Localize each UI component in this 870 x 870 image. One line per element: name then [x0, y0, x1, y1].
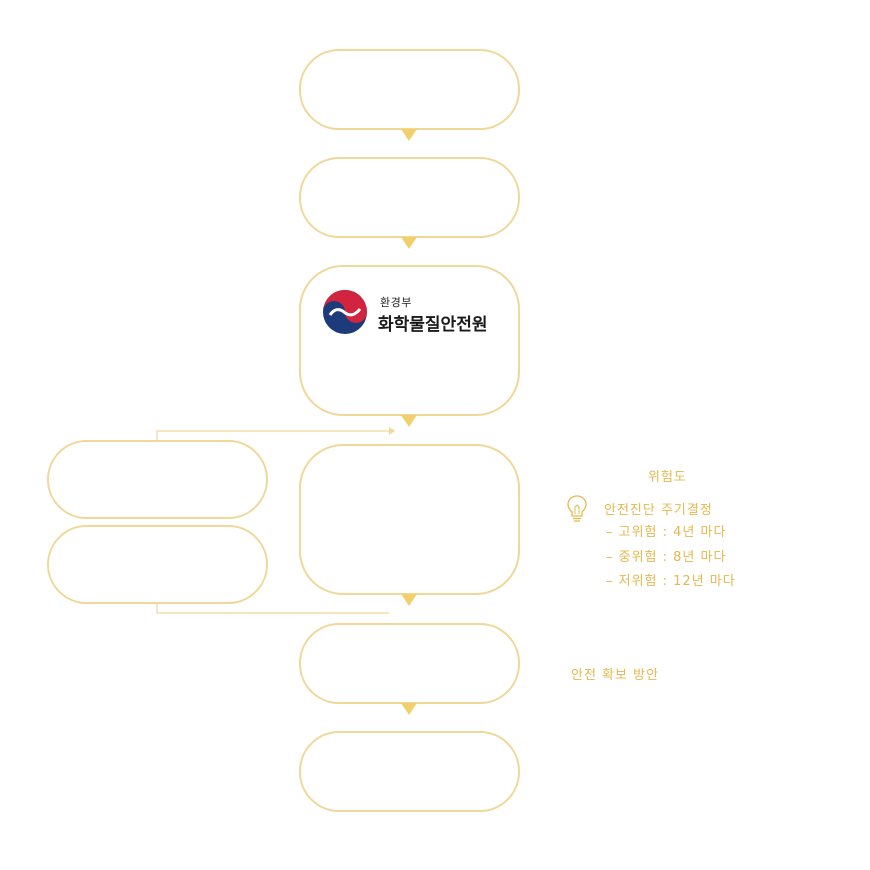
risk-list: – 고위험 : 4년 마다 – 중위험 : 8년 마다 – 저위험 : 12년 … [606, 523, 736, 597]
agency-logo: 환경부 화학물질안전원 [322, 289, 502, 339]
down-arrow-icon [401, 237, 417, 249]
down-arrow-icon [401, 415, 417, 427]
risk-item-high: – 고위험 : 4년 마다 [606, 525, 727, 540]
down-arrow-icon [401, 703, 417, 715]
risk-item-medium: – 중위험 : 8년 마다 [606, 549, 727, 565]
risk-item-low: – 저위험 : 12년 마다 [606, 574, 736, 589]
ministry-name: 환경부 [380, 296, 412, 309]
risk-label: 안전진단 주기결정 [604, 503, 713, 518]
side-step-1 [47, 440, 268, 519]
risk-title: 위험도 [648, 470, 687, 485]
down-arrow-icon [401, 129, 417, 141]
flow-step-6 [299, 731, 520, 812]
side-step-2 [47, 525, 268, 604]
flow-step-4 [299, 444, 520, 595]
safety-label: 안전 확보 방안 [571, 668, 660, 683]
flow-step-2 [299, 157, 520, 238]
flow-step-5 [299, 623, 520, 704]
lightbulb-icon [567, 495, 587, 522]
taegeuk-emblem-icon [323, 290, 367, 334]
down-arrow-icon [401, 594, 417, 606]
flow-step-1 [299, 49, 520, 130]
flow-step-3 [299, 265, 520, 416]
agency-name: 화학물질안전원 [378, 315, 488, 335]
